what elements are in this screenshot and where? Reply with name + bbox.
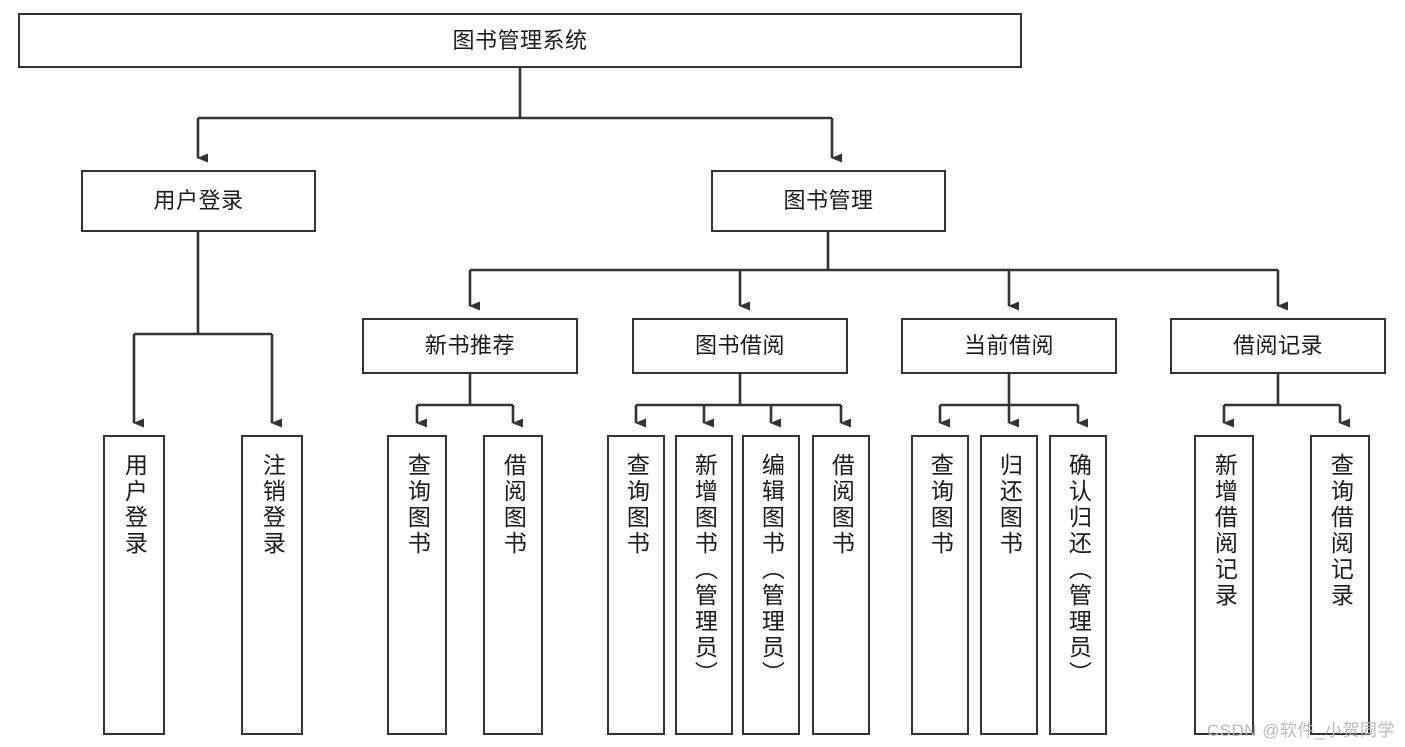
node-user-login[interactable]: 用户登录	[81, 170, 316, 232]
node-leaf-query-book-2-label: 查询图书	[623, 453, 650, 557]
node-user-login-label: 用户登录	[153, 188, 244, 214]
node-book-borrow[interactable]: 图书借阅	[632, 318, 848, 374]
node-new-book-recommend[interactable]: 新书推荐	[362, 318, 578, 374]
node-leaf-query-book-2[interactable]: 查询图书	[607, 435, 665, 735]
node-leaf-user-logout[interactable]: 注销登录	[241, 435, 303, 735]
node-borrow-record[interactable]: 借阅记录	[1170, 318, 1386, 374]
node-leaf-user-login-label: 用户登录	[121, 453, 148, 557]
node-leaf-query-book-3[interactable]: 查询图书	[911, 435, 969, 735]
node-root[interactable]: 图书管理系统	[18, 13, 1022, 68]
node-book-borrow-label: 图书借阅	[694, 333, 785, 359]
node-leaf-user-login[interactable]: 用户登录	[103, 435, 165, 735]
node-leaf-user-logout-label: 注销登录	[259, 453, 286, 557]
node-leaf-borrow-book-2-label: 借阅图书	[828, 453, 855, 557]
node-leaf-query-book-1[interactable]: 查询图书	[387, 435, 447, 735]
node-leaf-add-book[interactable]: 新增图书（管理员）	[675, 435, 733, 735]
node-leaf-add-book-label: 新增图书（管理员）	[691, 453, 718, 687]
node-leaf-return-book[interactable]: 归还图书	[980, 435, 1038, 735]
node-leaf-borrow-book-1-label: 借阅图书	[500, 453, 527, 557]
node-leaf-confirm-return[interactable]: 确认归还（管理员）	[1049, 435, 1107, 735]
node-leaf-add-record[interactable]: 新增借阅记录	[1194, 435, 1254, 735]
node-leaf-add-record-label: 新增借阅记录	[1211, 453, 1238, 609]
node-root-label: 图书管理系统	[452, 27, 588, 53]
node-book-manage[interactable]: 图书管理	[711, 170, 946, 232]
node-leaf-query-book-3-label: 查询图书	[927, 453, 954, 557]
node-borrow-record-label: 借阅记录	[1232, 333, 1323, 359]
node-leaf-borrow-book-2[interactable]: 借阅图书	[812, 435, 870, 735]
node-leaf-query-record-label: 查询借阅记录	[1327, 453, 1354, 609]
node-leaf-edit-book-label: 编辑图书（管理员）	[758, 453, 785, 687]
node-current-borrow-label: 当前借阅	[963, 333, 1054, 359]
node-leaf-borrow-book-1[interactable]: 借阅图书	[483, 435, 543, 735]
node-leaf-query-book-1-label: 查询图书	[404, 453, 431, 557]
node-new-book-recommend-label: 新书推荐	[424, 333, 515, 359]
node-current-borrow[interactable]: 当前借阅	[901, 318, 1117, 374]
node-book-manage-label: 图书管理	[783, 188, 874, 214]
node-leaf-confirm-return-label: 确认归还（管理员）	[1065, 453, 1092, 687]
node-leaf-query-record[interactable]: 查询借阅记录	[1310, 435, 1370, 735]
node-leaf-return-book-label: 归还图书	[996, 453, 1023, 557]
node-leaf-edit-book[interactable]: 编辑图书（管理员）	[742, 435, 800, 735]
